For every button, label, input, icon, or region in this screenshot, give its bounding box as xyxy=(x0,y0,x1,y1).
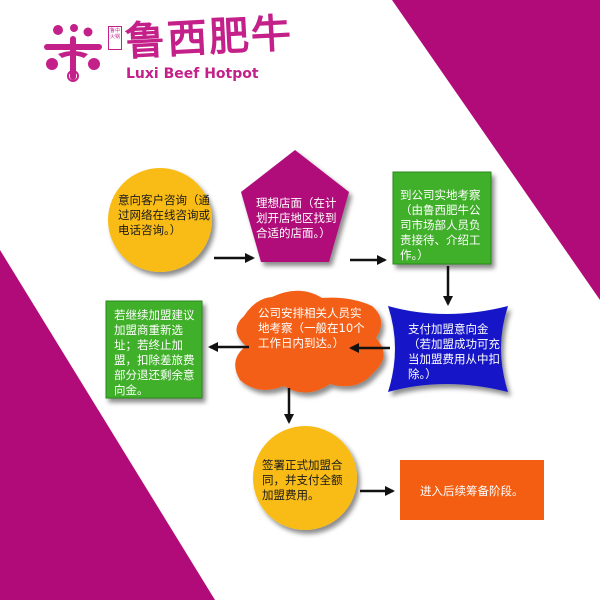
bottom-left-magenta-triangle xyxy=(0,250,215,600)
inquiry-label: 意向客户咨询（通过网络在线咨询或电话咨询。） xyxy=(118,193,210,237)
preparation-node xyxy=(400,460,544,520)
ideal-store-node xyxy=(241,150,349,262)
top-right-magenta-triangle xyxy=(392,0,600,300)
ideal-store-label: 理想店面（在计划开店地区找到合适的店面。） xyxy=(256,196,337,240)
outcome-node xyxy=(105,300,203,399)
site-visit-node xyxy=(392,171,492,265)
company-inspection-node xyxy=(235,290,384,393)
company-inspection-label: 公司安排相关人员实地考察（一般在10个工作日内到达。） xyxy=(258,306,365,350)
site-visit-label: 到公司实地考察（由鲁西肥牛公司市场部人员负责接待、介绍工作。） xyxy=(400,188,481,262)
brand-name-english: Luxi Beef Hotpot xyxy=(126,66,259,82)
preparation-label: 进入后续筹备阶段。 xyxy=(420,484,524,498)
contract-label: 签署正式加盟合同，并支付全额加盟费用。 xyxy=(262,458,343,502)
deposit-label: 支付加盟意向金（若加盟成功可充当加盟费用从中扣除。） xyxy=(408,322,500,381)
contract-node xyxy=(253,426,357,530)
brand-logo-icon xyxy=(44,24,102,82)
inquiry-node xyxy=(108,168,212,272)
deposit-node xyxy=(388,306,508,392)
outcome-label: 若继续加盟建议加盟商重新选址；若终止加盟，扣除差旅费部分退还剩余意向金。 xyxy=(114,308,195,397)
logo-stamp: 鲁中火锅 xyxy=(108,26,122,50)
